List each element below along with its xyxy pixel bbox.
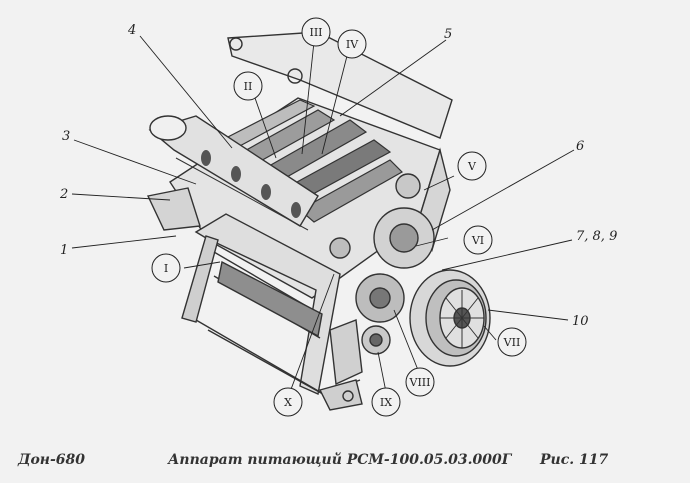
roman-callout-labels: I II III IV V VI VII VIII IX X bbox=[164, 26, 521, 409]
callout-I: I bbox=[164, 262, 168, 275]
numeric-callouts: 4 5 3 2 1 6 7, 8, 9 10 bbox=[59, 23, 617, 329]
callout-5: 5 bbox=[444, 27, 452, 42]
callout-VII: VII bbox=[503, 336, 521, 349]
caption-title: Аппарат питающий РСМ-100.05.03.000Г bbox=[168, 452, 512, 468]
leader-lines bbox=[71, 35, 575, 393]
callout-III: III bbox=[309, 26, 322, 39]
callout-10: 10 bbox=[572, 314, 589, 329]
callout-V: V bbox=[467, 160, 477, 173]
callout-1: 1 bbox=[60, 243, 68, 258]
callout-2: 2 bbox=[59, 187, 68, 202]
callout-IX: IX bbox=[380, 396, 392, 409]
callout-IV: IV bbox=[346, 38, 359, 51]
callout-7-8-9: 7, 8, 9 bbox=[576, 229, 617, 244]
callout-6: 6 bbox=[576, 139, 584, 154]
callout-X: X bbox=[284, 396, 292, 409]
caption-figure-number: Рис. 117 bbox=[540, 452, 609, 468]
callout-II: II bbox=[244, 80, 253, 93]
caption-model: Дон-680 bbox=[18, 452, 86, 468]
callout-VI: VI bbox=[471, 234, 484, 247]
feeder-apparatus-drawing bbox=[146, 31, 491, 411]
roman-callouts bbox=[151, 17, 527, 417]
callout-4: 4 bbox=[127, 23, 136, 38]
callout-3: 3 bbox=[62, 129, 70, 144]
callout-VIII: VIII bbox=[409, 376, 431, 389]
